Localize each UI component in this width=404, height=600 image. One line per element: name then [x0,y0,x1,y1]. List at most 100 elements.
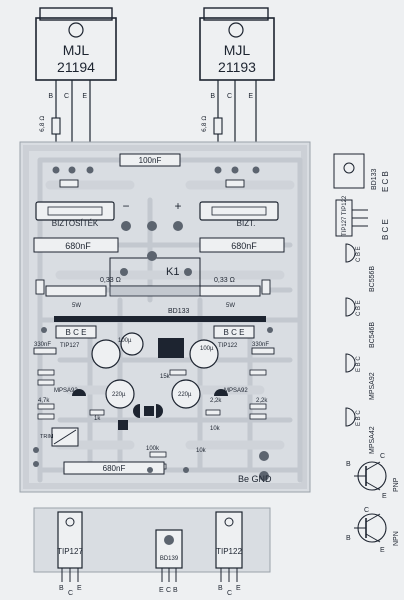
r10k-b-label: 10k [196,448,207,454]
resistor-6r8-left-label: 6,8 Ω [39,116,46,132]
mjl-left-line1: MJL [63,42,90,58]
pinout-bc546b-name: BC546B [369,322,376,348]
pinout-bc556b: BC556B C B E [345,243,376,292]
bottom-tip122-name: TIP122 [216,547,242,556]
supply-terminals: − + [121,199,183,231]
bottom-tip122-pin-e: E [236,585,241,592]
pnp-pin-c: C [380,453,385,460]
mjl-left-pin-b: B [48,93,53,100]
cap-100nf-top-label: 100nF [139,156,162,165]
bottom-tip122-pin-c: C [227,590,232,597]
pinout-bd133-pins: E C B [381,171,390,192]
bottom-tip122: TIP122 B C E [215,511,243,597]
pinout-bd133-name: BD133 [371,168,378,190]
pinout-bd133: BD133 E C B [333,153,390,192]
r22k-b-label: 2,2k [256,398,268,404]
r1k-label: 1k [94,416,101,422]
r10k-a-label: 10k [210,426,221,432]
resistor-033-left: 0,33 Ω 5W [45,277,121,309]
npn-pin-c: C [364,507,369,514]
pinout-tip-pins: B C E [381,219,390,240]
npn-label: NPN [393,531,400,546]
cap-680nf-left: 680nF [33,237,119,253]
resistor-body-center [109,285,201,297]
pinout-bc556b-name: BC556B [369,266,376,292]
bce-strip-left: B C E TIP127 [55,325,97,349]
pinout-bc546b: BC546B C B E [345,297,376,348]
bce-strip-right-label: B C E [224,328,245,337]
pinout-mpsa92-pins: E B C [356,356,362,372]
small-resistors [37,369,267,470]
gnd-pads: Be GND [238,451,272,484]
bottom-bd139-pin-e: E [159,587,164,594]
small-resistor-labels: 2,2k 2,2k 4,7k 1k 10k 10k 15k 100k [38,374,268,454]
relay-k1: K1 [109,251,201,287]
bottom-tip127-pin-e: E [77,585,82,592]
resistor-6r8-left [51,117,61,135]
bottom-bd139-name: BD139 [160,556,179,562]
fuse-left-label: BIZTOSÍTÉK [52,219,99,228]
pinout-mpsa42-pins: E B C [356,410,362,426]
plus-sign: + [174,199,181,213]
cap-680nf-bottom-label: 680nF [103,464,126,473]
pnp-symbol: B C E PNP [346,453,400,500]
cap-680nf-bottom: 680nF [63,461,165,475]
relay-k1-label: K1 [166,266,179,278]
pinout-mpsa92-name: MPSA92 [369,372,376,400]
pinout-mpsa92: MPSA92 E B C [345,353,376,400]
emitter-resistors [59,179,245,188]
fuse-right: BIZT. [199,201,279,228]
r15k-label: 15k [160,374,171,380]
r22k-a-label: 2,2k [210,398,222,404]
mjl-left-pin-c: C [64,93,69,100]
r100k-label: 100k [146,446,160,452]
r5w-left-label: 5W [72,303,81,309]
r47k-label: 4,7k [38,398,50,404]
cap-220u-right-label: 220µ [178,392,192,398]
npn-pin-b: B [346,535,351,542]
pinout-tip: TIP127 TIP122 B C E [335,195,390,240]
trimmer-pot: TRIM [40,427,79,447]
resistor-6r8-right [213,117,223,135]
mpsa-right-label: MPSA92 [224,388,248,394]
bd133-bar: BD133 [54,308,266,322]
fuse-right-label: BIZT. [237,219,256,228]
fuse-left: BIZTOSÍTÉK [35,201,115,228]
pinout-tip-name: TIP127 TIP122 [342,195,348,236]
mpsa-left-label: MPSA92 [54,388,78,394]
board-small-transistors: MPSA92 MPSA92 [54,388,248,418]
mjl-right-line2: 21193 [218,59,256,75]
cap-680nf-right: 680nF [199,237,285,253]
board-pads [33,327,273,473]
resistor-6r8-right-label: 6,8 Ω [201,116,208,132]
mjl-left-pin-e: E [82,93,87,100]
tip-left-label: TIP127 [60,343,80,349]
mjl-right-pin-c: C [227,93,232,100]
gnd-label: Be GND [238,474,272,484]
pnp-label: PNP [393,477,400,492]
bottom-tip127: TIP127 B C E [57,511,83,597]
cap-330nf-left-label: 330nF [34,342,51,348]
cap-330nf: 330nF 330nF [33,342,275,355]
top-pads [52,166,260,174]
pinout-bc556b-pins: C B E [356,246,362,262]
cap-680nf-left-label: 680nF [65,241,91,251]
trimmers-top [35,279,271,295]
r033-left-label: 0,33 Ω [100,277,121,284]
bd133-bar-label: BD133 [168,308,190,315]
transistor-mjl21193: MJL 21193 B C E 6,8 Ω [199,7,275,170]
black-parts [118,406,154,430]
npn-symbol: B C E NPN [346,507,400,554]
pinout-mpsa42: MPSA42 E B C [345,407,376,454]
pnp-pin-e: E [382,493,387,500]
minus-sign: − [122,199,129,213]
bottom-tip127-pin-c: C [68,590,73,597]
cap-100u-left-label: 100µ [118,338,132,344]
cap-100u-right-label: 100µ [200,346,214,352]
cap-680nf-right-label: 680nF [231,241,257,251]
tip-right-label: TIP122 [218,343,238,349]
mjl-left-line2: 21194 [57,59,95,75]
bce-strip-left-label: B C E [66,328,87,337]
